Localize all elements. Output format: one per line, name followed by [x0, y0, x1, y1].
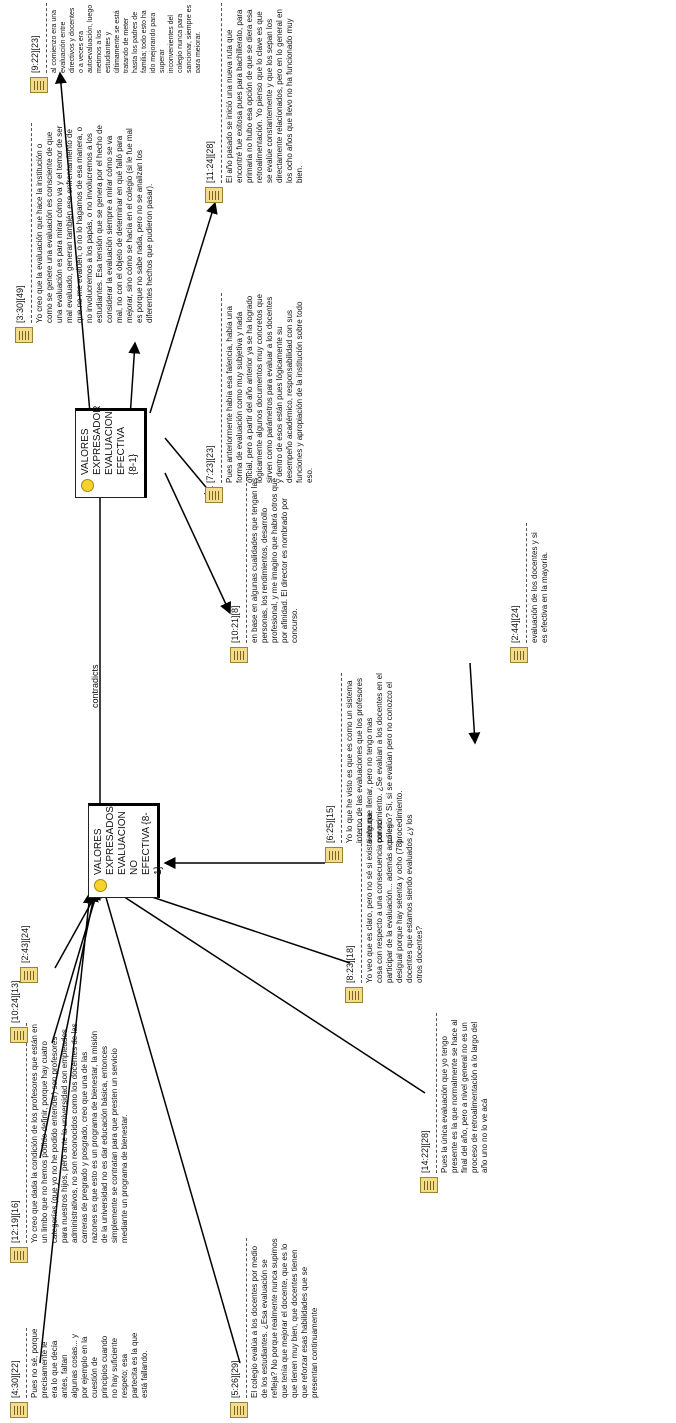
link-2-43	[54, 885, 101, 969]
document-icon	[230, 1402, 248, 1418]
link-4-30	[39, 891, 95, 1364]
code-label: VALORES EXPRESADOR EVALUACION EFECTIVA {…	[80, 405, 139, 475]
quote-ref: [10:21][8]	[230, 605, 240, 643]
document-icon	[345, 987, 363, 1003]
document-icon	[510, 647, 528, 663]
link-14-22	[104, 884, 426, 1094]
quote-ref: [4:30][22]	[10, 1360, 20, 1398]
quote-node[interactable]: [6:25][15] Yo lo que he visto es que es …	[325, 663, 585, 863]
quote-node[interactable]: [5:26][29] El colegio evalúa a los docen…	[230, 1218, 450, 1418]
quote-ref: [5:26][29]	[230, 1360, 240, 1398]
quote-ref: [2:43][24]	[20, 925, 30, 963]
document-icon	[230, 647, 248, 663]
quote-node[interactable]: [14:22][28] Pues la única evaluación que…	[420, 993, 640, 1193]
quote-node[interactable]: [2:43][24]	[20, 883, 240, 983]
link-10-21	[164, 472, 232, 615]
quote-text: evaluación de los docentes y si es efect…	[526, 523, 610, 643]
sun-icon	[81, 479, 94, 492]
quote-text: Yo creo que dada la condición de los pro…	[26, 1023, 230, 1243]
code-label: VALORES EXPRESADOS EVALUACION NO EFECTIV…	[93, 806, 164, 875]
document-icon	[10, 1402, 28, 1418]
link-5-26	[100, 885, 241, 1364]
quote-ref: [7:23][23]	[205, 445, 215, 483]
document-icon	[325, 847, 343, 863]
quote-ref: [12:19][16]	[10, 1200, 20, 1243]
document-icon	[30, 77, 48, 93]
document-icon	[205, 487, 223, 503]
link-11-24	[149, 201, 218, 414]
quote-ref: [2:44][24]	[510, 605, 520, 643]
quote-ref: [10:24][13]	[10, 980, 20, 1023]
quote-text: El colegio evalúa a los docentes por med…	[246, 1238, 430, 1398]
document-icon	[10, 1027, 28, 1043]
code-evaluacion-efectiva[interactable]: VALORES EXPRESADOR EVALUACION EFECTIVA {…	[75, 405, 147, 498]
document-icon	[10, 1247, 28, 1263]
document-icon	[205, 187, 223, 203]
link-9-22	[54, 71, 91, 414]
quote-node[interactable]: [2:44][24] evaluación de los docentes y …	[510, 513, 630, 663]
link-2-44	[468, 662, 481, 745]
quote-ref: [9:22][23]	[30, 35, 40, 73]
quote-text: al comienzo era una evaluación entre dir…	[46, 3, 200, 73]
quote-ref: [11:24][28]	[205, 141, 215, 183]
relation-label: contradicts	[90, 664, 100, 708]
quote-ref: [8:23][18]	[345, 945, 355, 983]
link-3-30	[128, 341, 141, 419]
quote-ref: [3:30][49]	[15, 285, 25, 323]
document-icon	[420, 1177, 438, 1193]
quote-ref: [6:25][15]	[325, 805, 335, 843]
quote-node[interactable]: [11:24][28] El año pasado se inició una …	[205, 3, 665, 203]
quote-ref: [14:22][28]	[420, 1130, 430, 1173]
quote-node[interactable]: [9:22][23] al comienzo era una evaluació…	[30, 3, 210, 93]
link-10-24	[51, 887, 101, 1044]
quote-text: Pues no sé, porque precisamente le era l…	[26, 1328, 200, 1398]
quote-text: Pues la única evaluación que yo tengo pr…	[436, 1013, 620, 1173]
document-icon	[20, 967, 38, 983]
link-12-19	[39, 889, 99, 1159]
document-icon	[15, 327, 33, 343]
quote-text: Yo lo que he visto es que es como un sis…	[341, 673, 575, 843]
quote-text: El año pasado se inició una nueva ruta q…	[221, 3, 645, 183]
